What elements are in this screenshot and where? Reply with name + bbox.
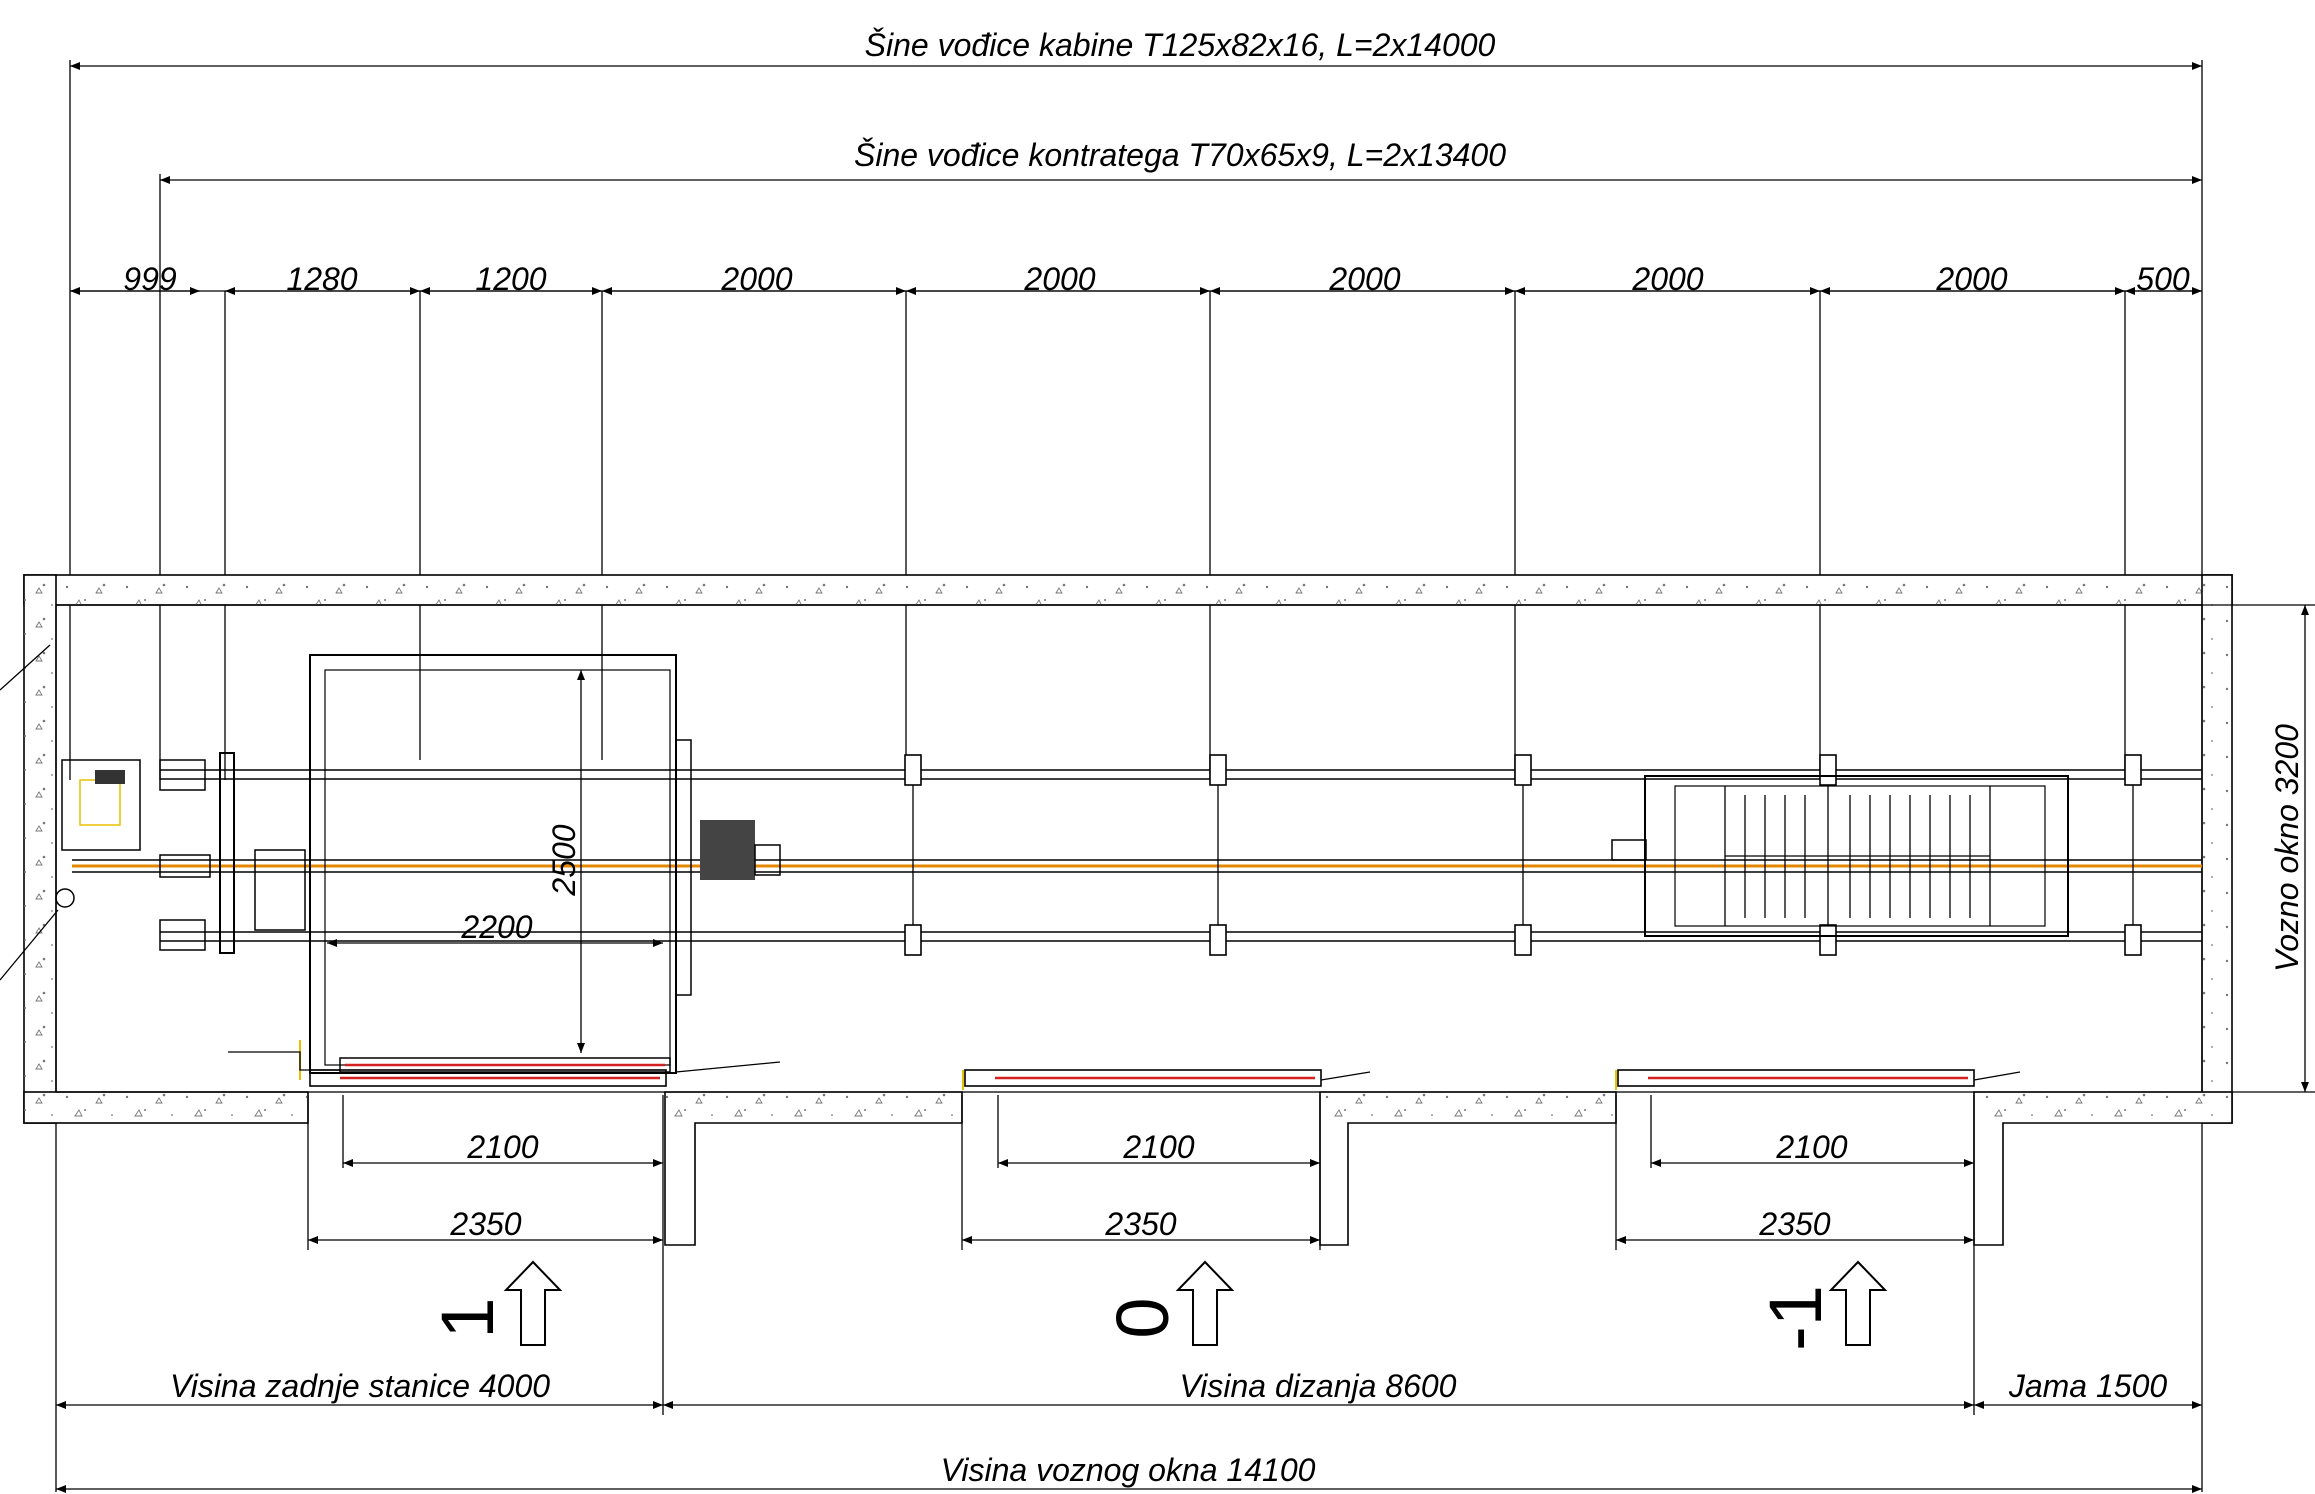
door-0-clear: 2100 <box>1122 1129 1194 1165</box>
total-height-label: Visina voznog okna 14100 <box>941 1452 1316 1488</box>
door-1-clear: 2100 <box>466 1129 538 1165</box>
car-width-dimension: 2200 <box>327 909 663 947</box>
door-1-dimensions: 2100 2350 <box>307 1095 664 1250</box>
pit-label: Jama 1500 <box>2008 1368 2168 1404</box>
spacing-8: 2000 <box>1935 261 2007 297</box>
spacing-9: 500 <box>2136 261 2190 297</box>
door-1-total: 2350 <box>449 1206 521 1242</box>
spacing-2: 1280 <box>286 261 357 297</box>
floor-minus1-label: -1 <box>1754 1285 1837 1351</box>
door-minus1-dimensions: 2100 2350 <box>1615 1095 1975 1250</box>
shaft-width-dimension: Vozno okno 3200 <box>2202 604 2315 1093</box>
spacing-5: 2000 <box>1023 261 1095 297</box>
door-minus1-total: 2350 <box>1758 1206 1830 1242</box>
landing-door-minus1 <box>1615 1069 2021 1090</box>
rail-counterweight-dimension: Šine vođice kontratega T70x65x9, L=2x134… <box>159 137 2202 780</box>
door-0-total: 2350 <box>1104 1206 1176 1242</box>
floor-1-label: 1 <box>426 1297 509 1338</box>
bracket-spacing-chain: 999 1280 1200 2000 2000 2000 2000 2000 5… <box>70 261 2202 780</box>
floor-marker-minus1: -1 <box>1754 1260 1888 1351</box>
spacing-3: 1200 <box>475 261 546 297</box>
floor-marker-0: 0 <box>1101 1260 1235 1346</box>
floor-0-label: 0 <box>1101 1297 1184 1338</box>
spacing-1: 999 <box>123 261 177 297</box>
door-0-dimensions: 2100 2350 <box>961 1095 1321 1250</box>
counterweight <box>1611 775 2069 937</box>
spacing-4: 2000 <box>720 261 792 297</box>
landing-door-0 <box>962 1069 1371 1090</box>
spacing-7: 2000 <box>1631 261 1703 297</box>
car-depth-label: 2500 <box>546 824 582 896</box>
guide-rails <box>72 769 2202 942</box>
rail-car-label: Šine vođice kabine T125x82x16, L=2x14000 <box>865 27 1496 63</box>
machine-unit <box>0 644 306 981</box>
car-width-label: 2200 <box>460 909 532 945</box>
spacing-6: 2000 <box>1328 261 1400 297</box>
rail-counterweight-label: Šine vođice kontratega T70x65x9, L=2x134… <box>854 137 1506 173</box>
rail-brackets <box>219 752 2142 956</box>
headroom-label: Visina zadnje stanice 4000 <box>170 1368 550 1404</box>
shaft-width-label: Vozno okno 3200 <box>2269 724 2305 972</box>
shaft-walls <box>23 574 2233 1246</box>
travel-label: Visina dizanja 8600 <box>1180 1368 1457 1404</box>
door-minus1-clear: 2100 <box>1775 1129 1847 1165</box>
rail-car-dimension: Šine vođice kabine T125x82x16, L=2x14000 <box>69 27 2203 780</box>
car-depth-dimension: 2500 <box>546 670 585 1053</box>
floor-marker-1: 1 <box>426 1260 563 1346</box>
height-dimensions: Visina zadnje stanice 4000 Visina dizanj… <box>55 1123 2203 1493</box>
landing-door-1 <box>309 1069 667 1087</box>
